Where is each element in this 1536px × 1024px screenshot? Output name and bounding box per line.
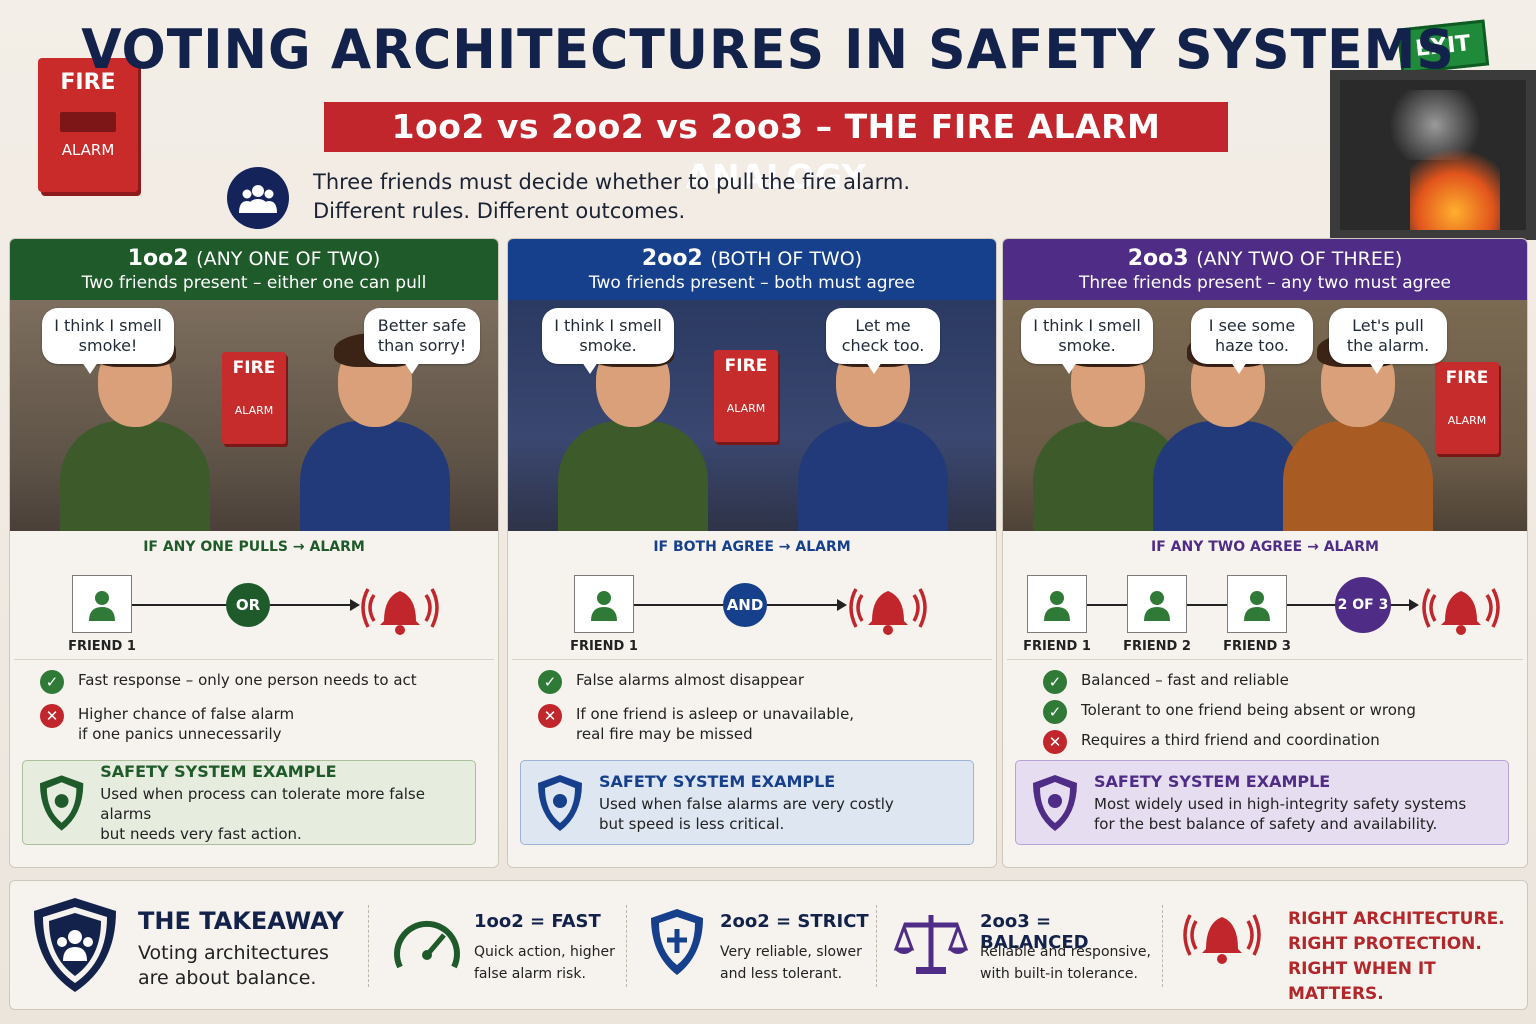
alarm-bell-icon bbox=[1422, 588, 1500, 635]
takeaway-closing: RIGHT ARCHITECTURE. RIGHT PROTECTION. RI… bbox=[1182, 881, 1522, 1011]
flame-icon bbox=[1410, 140, 1500, 230]
pull-handle bbox=[60, 112, 116, 132]
fire-alarm-pull-box: FIRE ALARM bbox=[38, 58, 138, 192]
panel-header: 1oo2 (ANY ONE OF TWO) Two friends presen… bbox=[10, 239, 498, 300]
wall-fire-alarm: FIRE ALARM bbox=[714, 350, 778, 442]
shield-icon bbox=[1033, 774, 1077, 831]
pro-item: ✓False alarms almost disappear bbox=[538, 670, 996, 694]
and-gate: AND bbox=[723, 583, 767, 627]
panel-header: 2oo3 (ANY TWO OF THREE) Three friends pr… bbox=[1003, 239, 1527, 300]
intro-text: Three friends must decide whether to pul… bbox=[313, 170, 911, 223]
person-icon bbox=[89, 591, 115, 621]
group-icon bbox=[227, 167, 289, 229]
speech-bubble: I think I smell smoke. bbox=[542, 308, 674, 374]
friend-2-figure bbox=[1153, 333, 1303, 531]
friend-box bbox=[1027, 575, 1087, 633]
or-gate: OR bbox=[226, 583, 270, 627]
check-icon: ✓ bbox=[1043, 700, 1067, 724]
voting-diagram: FRIEND 1 FRIEND 2 FRIEND 3 2 OF 3 bbox=[1003, 555, 1527, 659]
speech-bubble: I think I smell smoke. bbox=[1021, 308, 1153, 374]
scene-three-friends: FIRE ALARM I think I smell smoke. I see … bbox=[1003, 300, 1527, 531]
pro-item: ✓Fast response – only one person needs t… bbox=[40, 670, 498, 694]
friend-3-figure bbox=[1283, 333, 1433, 531]
pro-item: ✓Tolerant to one friend being absent or … bbox=[1043, 700, 1527, 724]
person-icon bbox=[1144, 591, 1170, 621]
cross-icon: ✕ bbox=[538, 704, 562, 728]
takeaway-2oo3: 2oo3 = BALANCED Reliable and responsive,… bbox=[894, 881, 1164, 1011]
panel-1oo2: 1oo2 (ANY ONE OF TWO) Two friends presen… bbox=[9, 238, 499, 868]
scene-two-friends: FIRE ALARM I think I smell smoke. Let me… bbox=[508, 300, 996, 531]
team-shield-icon bbox=[34, 898, 116, 992]
safety-example-box: SAFETY SYSTEM EXAMPLE Most widely used i… bbox=[1015, 760, 1509, 845]
speech-bubble: Let's pull the alarm. bbox=[1329, 308, 1447, 374]
voting-diagram: FRIEND 1 OR bbox=[10, 555, 498, 659]
fireplace-fire bbox=[1330, 70, 1536, 240]
scene-two-friends: FIRE ALARM I think I smell smoke! Better… bbox=[10, 300, 498, 531]
friend-box bbox=[72, 575, 132, 633]
pros-cons-list: ✓Balanced – fast and reliable ✓Tolerant … bbox=[1003, 660, 1527, 754]
scale-icon bbox=[894, 915, 968, 974]
page-subtitle: 1oo2 vs 2oo2 vs 2oo3 – THE FIRE ALARM AN… bbox=[324, 102, 1228, 196]
shield-icon bbox=[651, 909, 703, 975]
check-icon: ✓ bbox=[538, 670, 562, 694]
speech-bubble: Better safe than sorry! bbox=[364, 308, 480, 374]
check-icon: ✓ bbox=[40, 670, 64, 694]
alarm-bell-icon bbox=[361, 588, 439, 635]
person-icon bbox=[591, 591, 617, 621]
page-title: VOTING ARCHITECTURES IN SAFETY SYSTEMS bbox=[81, 18, 1455, 82]
speech-bubble: Let me check too. bbox=[826, 308, 940, 374]
safety-example-box: SAFETY SYSTEM EXAMPLE Used when false al… bbox=[520, 760, 974, 845]
cross-icon: ✕ bbox=[1043, 730, 1067, 754]
friend-box bbox=[1127, 575, 1187, 633]
con-item: ✕Requires a third friend and coordinatio… bbox=[1043, 730, 1527, 754]
wall-fire-alarm: FIRE ALARM bbox=[1435, 362, 1499, 454]
pros-cons-list: ✓Fast response – only one person needs t… bbox=[10, 660, 498, 744]
voting-diagram: FRIEND 1 AND bbox=[508, 555, 996, 659]
person-icon bbox=[1244, 591, 1270, 621]
pro-item: ✓Balanced – fast and reliable bbox=[1043, 670, 1527, 694]
logic-rule: IF BOTH AGREE → ALARM bbox=[653, 539, 851, 555]
shield-icon bbox=[39, 774, 84, 831]
logic-rule: IF ANY TWO AGREE → ALARM bbox=[1151, 539, 1379, 555]
two-of-three-gate: 2 OF 3 bbox=[1335, 577, 1391, 633]
panel-2oo2: 2oo2 (BOTH OF TWO) Two friends present –… bbox=[507, 238, 997, 868]
alarm-bell-icon bbox=[849, 588, 927, 635]
safety-example-box: SAFETY SYSTEM EXAMPLE Used when process … bbox=[22, 760, 476, 845]
logic-rule: IF ANY ONE PULLS → ALARM bbox=[143, 539, 365, 555]
friend-2-figure bbox=[300, 333, 450, 531]
speedometer-icon bbox=[394, 921, 460, 969]
friend-box bbox=[574, 575, 634, 633]
friend-box bbox=[1227, 575, 1287, 633]
friend-1-figure bbox=[558, 333, 708, 531]
panel-header: 2oo2 (BOTH OF TWO) Two friends present –… bbox=[508, 239, 996, 300]
shield-icon bbox=[538, 774, 582, 831]
alarm-bell-icon bbox=[1183, 914, 1261, 964]
person-icon bbox=[1044, 591, 1070, 621]
check-icon: ✓ bbox=[1043, 670, 1067, 694]
panel-2oo3: 2oo3 (ANY TWO OF THREE) Three friends pr… bbox=[1002, 238, 1528, 868]
con-item: ✕If one friend is asleep or unavailable,… bbox=[538, 704, 996, 744]
wall-fire-alarm: FIRE ALARM bbox=[222, 352, 286, 444]
speech-bubble: I think I smell smoke! bbox=[42, 308, 174, 374]
pros-cons-list: ✓False alarms almost disappear ✕If one f… bbox=[508, 660, 996, 744]
speech-bubble: I see some haze too. bbox=[1191, 308, 1313, 374]
cross-icon: ✕ bbox=[40, 704, 64, 728]
